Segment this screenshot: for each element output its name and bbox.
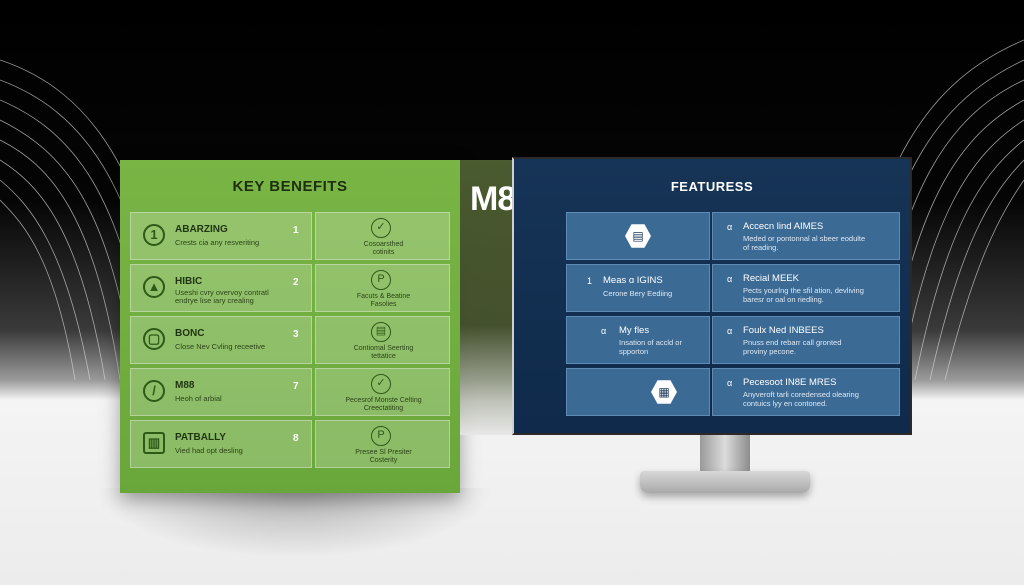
feature-title: Accecn lind AIMES bbox=[743, 221, 824, 232]
badge-p-icon: P bbox=[371, 270, 391, 290]
feature-description: Pects yourlng the sfil ation, devliving … bbox=[743, 286, 864, 304]
benefit-number: 1 bbox=[293, 225, 299, 236]
feature-bullet: 1 bbox=[587, 276, 593, 286]
feature-description: Pnuss end rebarr call gronted proviny pe… bbox=[743, 338, 842, 356]
benefit-title: ABARZING bbox=[175, 224, 228, 235]
features-title: FEATURESS bbox=[670, 179, 754, 194]
feature-right-cell: α Pecesoot IN8E MRES Anyveroft tarli cor… bbox=[712, 368, 900, 416]
benefit-row: ▢ BONC Close Nev Cvling receetive 3 ▤ Co… bbox=[130, 316, 450, 364]
benefit-side-cell: ✓ Cosoarsthed cotinits bbox=[315, 212, 450, 260]
feature-title: Pecesoot IN8E MRES bbox=[743, 377, 837, 388]
benefit-side-description: Facuts & Beatine Fasolies bbox=[356, 293, 411, 308]
feature-left-cell: ▤ bbox=[566, 212, 710, 260]
feature-description: Cerone Bery Eediing bbox=[603, 289, 673, 298]
key-benefits-title: KEY BENEFITS bbox=[232, 178, 348, 195]
benefit-row: ▲ HIBIC Useshi cvry overvoy contratl end… bbox=[130, 264, 450, 312]
benefit-side-description: Cosoarsthed cotinits bbox=[363, 241, 404, 256]
center-divider bbox=[460, 160, 512, 435]
building-icon: ▥ bbox=[143, 432, 165, 454]
benefit-main-cell: / M88 Heoh of arbial 7 bbox=[130, 368, 312, 416]
benefit-description: Crests cia any resveriting bbox=[175, 238, 260, 247]
feature-title: Foulx Ned INBEES bbox=[743, 325, 824, 336]
benefit-row: 1 ABARZING Crests cia any resveriting 1 … bbox=[130, 212, 450, 260]
feature-right-cell: α Accecn lind AIMES Meded or pontonnal a… bbox=[712, 212, 900, 260]
benefit-description: Close Nev Cvling receetive bbox=[175, 342, 266, 351]
benefit-title: BONC bbox=[175, 328, 205, 339]
square-icon: ▢ bbox=[143, 328, 165, 350]
check-icon: ✓ bbox=[371, 218, 391, 238]
key-benefits-panel: KEY BENEFITS 1 ABARZING Crests cia any r… bbox=[120, 160, 460, 493]
feature-bullet: α bbox=[727, 378, 733, 388]
monitor-stand-base bbox=[640, 471, 810, 493]
benefit-side-cell: ▤ Contiomal Seerting tettatice bbox=[315, 316, 450, 364]
benefit-description: Useshi cvry overvoy contratl endrye lise… bbox=[175, 288, 269, 305]
benefit-side-description: Contiomal Seerting tettatice bbox=[353, 345, 414, 360]
panel-shadow bbox=[95, 488, 495, 558]
benefit-title: HIBIC bbox=[175, 276, 203, 287]
benefit-main-cell: ▲ HIBIC Useshi cvry overvoy contratl end… bbox=[130, 264, 312, 312]
feature-description: Meded or pontonnal al sbeer eodulte of r… bbox=[743, 234, 866, 252]
benefit-side-description: Pecesrof Monste Celting Creectatiting bbox=[345, 397, 422, 412]
benefit-title: M88 bbox=[175, 380, 195, 391]
check-icon: ✓ bbox=[371, 374, 391, 394]
feature-title: My fles bbox=[619, 325, 650, 336]
document-icon: ▤ bbox=[371, 322, 391, 342]
feature-bullet: α bbox=[727, 326, 733, 336]
benefit-row: ▥ PATBALLY Vied had opt desling 8 P Pres… bbox=[130, 420, 450, 468]
benefit-main-cell: ▢ BONC Close Nev Cvling receetive 3 bbox=[130, 316, 312, 364]
slash-icon: / bbox=[143, 380, 165, 402]
feature-left-cell: 1 Meas ɑ IGINS Cerone Bery Eediing bbox=[566, 264, 710, 312]
badge-p-icon: P bbox=[371, 426, 391, 446]
benefit-number: 2 bbox=[293, 277, 299, 288]
feature-bullet: α bbox=[601, 326, 607, 336]
benefit-main-cell: 1 ABARZING Crests cia any resveriting 1 bbox=[130, 212, 312, 260]
monitor-stand-neck bbox=[700, 435, 750, 473]
feature-bullet: α bbox=[727, 274, 733, 284]
benefit-number: 7 bbox=[293, 381, 299, 392]
image-document-icon: ▦ bbox=[651, 380, 677, 404]
benefit-side-description: Presee Sl Presiter Costerity bbox=[355, 449, 412, 464]
benefit-number: 8 bbox=[293, 433, 299, 444]
feature-right-cell: α Foulx Ned INBEES Pnuss end rebarr call… bbox=[712, 316, 900, 364]
feature-bullet: α bbox=[727, 222, 733, 232]
benefit-number: 3 bbox=[293, 329, 299, 340]
feature-description: Insation of accld or spporton bbox=[619, 338, 682, 356]
feature-left-cell: ▦ bbox=[566, 368, 710, 416]
wave-lines-decoration bbox=[0, 39, 1024, 381]
feature-title: Meas ɑ IGINS bbox=[603, 275, 663, 286]
feature-right-cell: α Recial MEEK Pects yourlng the sfil ati… bbox=[712, 264, 900, 312]
benefit-description: Vied had opt desling bbox=[175, 446, 243, 455]
benefit-title: PATBALLY bbox=[175, 432, 226, 443]
feature-left-cell: α My fles Insation of accld or spporton bbox=[566, 316, 710, 364]
benefit-description: Heoh of arbial bbox=[175, 394, 222, 403]
benefit-side-cell: P Facuts & Beatine Fasolies bbox=[315, 264, 450, 312]
monitor-screen: FEATURESS ▤ α Accecn lind AIMES Meded or… bbox=[512, 157, 912, 435]
number-one-icon: 1 bbox=[143, 224, 165, 246]
triangle-icon: ▲ bbox=[143, 276, 165, 298]
benefit-main-cell: ▥ PATBALLY Vied had opt desling 8 bbox=[130, 420, 312, 468]
feature-description: Anyveroft tarli coredensed olearing cont… bbox=[743, 390, 859, 408]
benefit-row: / M88 Heoh of arbial 7 ✓ Pecesrof Monste… bbox=[130, 368, 450, 416]
document-icon: ▤ bbox=[625, 224, 651, 248]
benefit-side-cell: ✓ Pecesrof Monste Celting Creectatiting bbox=[315, 368, 450, 416]
feature-title: Recial MEEK bbox=[743, 273, 799, 284]
benefit-side-cell: P Presee Sl Presiter Costerity bbox=[315, 420, 450, 468]
